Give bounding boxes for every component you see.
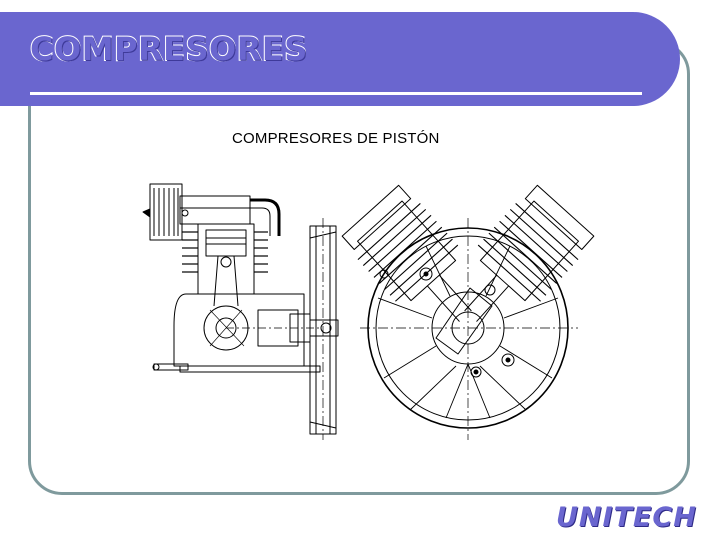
compressor-side-section [142, 183, 339, 440]
title-banner [0, 12, 680, 106]
slide-title: COMPRESORES [29, 29, 308, 69]
compressor-front-view [341, 184, 595, 440]
slide-frame [28, 40, 690, 495]
slide-subtitle: COMPRESORES DE PISTÓN [232, 130, 440, 147]
unitech-logo: UNITECH [555, 501, 697, 534]
piston-compressor-drawing [142, 183, 595, 440]
banner-underline [30, 92, 642, 95]
